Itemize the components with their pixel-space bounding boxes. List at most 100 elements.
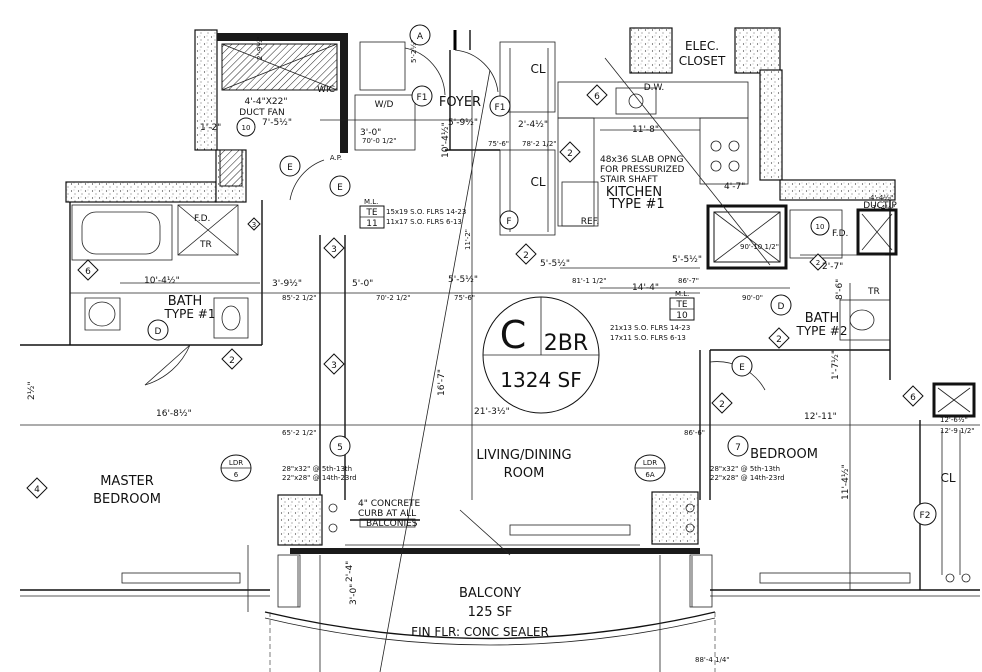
- so-c-2: 17x11 S.O. FLRS 6-13: [610, 334, 686, 342]
- svg-text:5'-5½": 5'-5½": [672, 255, 702, 265]
- svg-text:85'-2 1/2": 85'-2 1/2": [282, 294, 317, 302]
- duct-fan-size: 4'-4"X22": [244, 97, 287, 107]
- tag-2c: 2: [229, 356, 235, 366]
- so-left-2: 11x17 S.O. FLRS 6-13: [386, 218, 462, 226]
- svg-text:88'-4 1/4": 88'-4 1/4": [695, 656, 730, 664]
- room-kitchen-type: TYPE #1: [608, 197, 664, 212]
- room-master-2: BEDROOM: [93, 492, 161, 507]
- svg-text:5'-9½": 5'-9½": [448, 118, 478, 128]
- svg-text:10'-4½": 10'-4½": [144, 276, 180, 286]
- tag-3b: 3: [331, 361, 337, 371]
- so-c-1: 21x13 S.O. FLRS 14-23: [610, 324, 690, 332]
- svg-text:11'-4½": 11'-4½": [841, 464, 851, 500]
- tag-2d: 2: [719, 400, 725, 410]
- svg-text:5'-5½": 5'-5½": [448, 275, 478, 285]
- svg-text:5'-0": 5'-0": [352, 279, 373, 289]
- unit-area: 1324 SF: [500, 368, 581, 392]
- room-bath1-type: TYPE #1: [164, 307, 216, 321]
- svg-text:2'-9½": 2'-9½": [256, 37, 264, 60]
- walls: [20, 27, 980, 672]
- svg-text:M.L.: M.L.: [364, 198, 378, 206]
- curb-note-1: 4" CONCRETE: [358, 499, 421, 509]
- fd-label-1: F.D.: [194, 214, 210, 224]
- tr-label-2: TR: [867, 287, 880, 297]
- svg-text:10: 10: [676, 311, 688, 321]
- ldr6a-bot: 6A: [645, 471, 654, 479]
- svg-text:12'-6½": 12'-6½": [940, 416, 968, 424]
- tag-6c: 6: [910, 393, 916, 403]
- svg-text:3'-0": 3'-0": [349, 584, 359, 605]
- tag-2a: 2: [567, 149, 573, 159]
- tag-e1: E: [287, 163, 293, 173]
- tag-a: A: [417, 32, 424, 42]
- tag-d2: D: [778, 302, 785, 312]
- so-ldr6-1: 28"x32" @ 5th-13th: [282, 465, 352, 473]
- fd-label-2: F.D.: [832, 229, 848, 239]
- svg-text:12'-11": 12'-11": [804, 412, 837, 422]
- tag-10a: 10: [242, 124, 251, 132]
- tr-label-1: TR: [199, 240, 212, 250]
- duct-fan-label: DUCT FAN: [239, 108, 284, 118]
- dw-label: D.W.: [644, 83, 665, 93]
- so-ldr6a-2: 22"x28" @ 14th-23rd: [710, 474, 785, 482]
- tag-10b: 10: [816, 223, 825, 231]
- svg-text:5'-5½": 5'-5½": [540, 259, 570, 269]
- svg-text:81'-1 1/2": 81'-1 1/2": [572, 277, 607, 285]
- svg-text:12'-9 1/2": 12'-9 1/2": [940, 427, 975, 435]
- unit-tag: C 2BR 1324 SF: [482, 296, 600, 414]
- svg-text:11'-2": 11'-2": [464, 229, 472, 250]
- svg-text:78'-2 1/2": 78'-2 1/2": [522, 140, 557, 148]
- slab-note-3: STAIR SHAFT: [600, 175, 658, 185]
- svg-text:14'-4": 14'-4": [632, 283, 659, 293]
- slab-note-1: 48x36 SLAB OPNG: [600, 155, 683, 165]
- svg-text:65'-2 1/2": 65'-2 1/2": [282, 429, 317, 437]
- so-left-1: 15x19 S.O. FLRS 14-23: [386, 208, 466, 216]
- room-bedroom: BEDROOM: [750, 447, 818, 462]
- svg-text:2'-7": 2'-7": [822, 262, 843, 272]
- room-balcony-name: BALCONY: [459, 586, 521, 601]
- ref-label: REF.: [581, 217, 600, 227]
- svg-text:16'-7": 16'-7": [437, 369, 447, 396]
- svg-text:1'-7½": 1'-7½": [831, 350, 841, 380]
- svg-text:90'-0": 90'-0": [742, 294, 763, 302]
- svg-text:11: 11: [366, 219, 377, 229]
- svg-text:1'-2": 1'-2": [200, 123, 221, 133]
- tag-f1b: F1: [495, 103, 506, 113]
- tag-6b: 6: [85, 267, 91, 277]
- unit-type: 2BR: [544, 331, 588, 356]
- dimensions: 7'-5½" 1'-2" 3'-0" 5'-9½" 2'-4½" 11'-8" …: [27, 37, 975, 664]
- tag-6a: 6: [594, 92, 600, 102]
- schedule-box-right: M.L. TE 10: [669, 290, 695, 321]
- svg-text:11'-8": 11'-8": [632, 125, 659, 135]
- tag-2b: 2: [523, 251, 529, 261]
- tag-d1: D: [155, 327, 162, 337]
- room-bath2-type: TYPE #2: [796, 324, 848, 338]
- tag-e3: E: [739, 363, 745, 373]
- tag-7: 7: [735, 443, 741, 453]
- svg-text:21'-3½": 21'-3½": [474, 407, 510, 417]
- svg-text:M.L.: M.L.: [675, 290, 689, 298]
- svg-text:TE: TE: [365, 208, 377, 218]
- cl-label-2: CL: [530, 175, 545, 189]
- tag-3a: 3: [331, 245, 337, 255]
- ap-label: A.P.: [330, 154, 342, 162]
- svg-text:2'-4": 2'-4": [345, 561, 355, 582]
- ldr6-bot: 6: [234, 471, 239, 479]
- tag-4: 4: [34, 485, 40, 495]
- svg-text:2½": 2½": [27, 381, 37, 400]
- so-ldr6-2: 22"x28" @ 14th-23rd: [282, 474, 357, 482]
- curb-note-2: CURB AT ALL: [358, 509, 416, 519]
- svg-text:4'-7": 4'-7": [724, 182, 745, 192]
- svg-text:86'-6": 86'-6": [684, 429, 705, 437]
- svg-text:70'-0 1/2": 70'-0 1/2": [362, 137, 397, 145]
- room-bath1-name: BATH: [168, 294, 203, 309]
- slab-note-2: FOR PRESSURIZED: [600, 165, 685, 175]
- ldr6a-top: LDR: [643, 459, 657, 467]
- schedule-box-left: M.L. TE 11: [359, 198, 385, 229]
- curb-note-3: BALCONIES: [366, 519, 418, 529]
- room-balcony-finish: FIN FLR: CONC SEALER: [411, 625, 549, 639]
- svg-text:8'-6": 8'-6": [835, 279, 845, 300]
- svg-text:16'-8½": 16'-8½": [156, 409, 192, 419]
- tag-f1a: F1: [417, 93, 428, 103]
- so-ldr6a-1: 28"x32" @ 5th-13th: [710, 465, 780, 473]
